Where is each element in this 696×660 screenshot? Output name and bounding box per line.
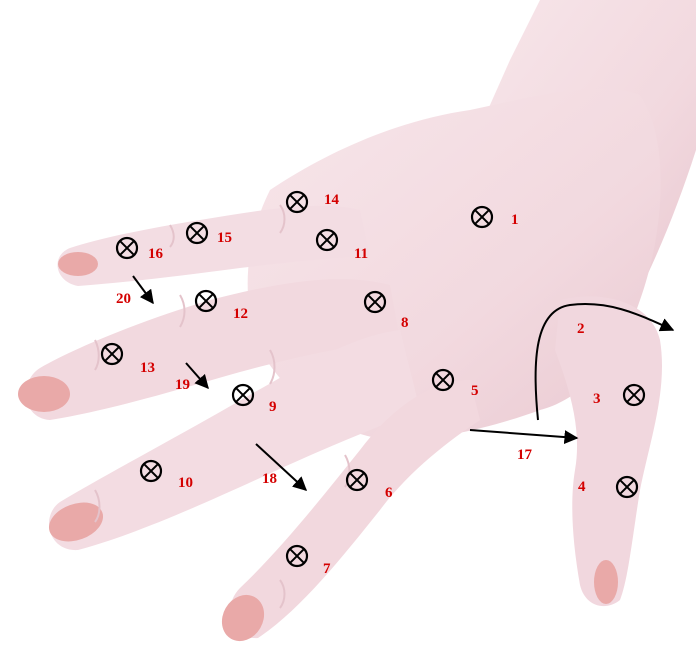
marker-label-16: 16 xyxy=(148,246,164,262)
arrow-icon xyxy=(133,276,153,303)
marker-label-7: 7 xyxy=(323,561,331,577)
marker-label-12: 12 xyxy=(233,306,248,322)
marker-label-10: 10 xyxy=(178,475,193,491)
marker-label-11: 11 xyxy=(354,246,368,262)
ring-nail-shape xyxy=(18,376,70,412)
marker-label-6: 6 xyxy=(385,485,393,501)
marker-label-3: 3 xyxy=(593,391,601,407)
marker-label-9: 9 xyxy=(269,399,277,415)
marker-label-5: 5 xyxy=(471,383,479,399)
marker-label-4: 4 xyxy=(578,479,586,495)
marker-label-1: 1 xyxy=(511,212,519,228)
thumb-shape xyxy=(555,296,662,606)
motion-label-17: 17 xyxy=(517,447,533,463)
motion-label-19: 19 xyxy=(175,377,190,393)
marker-label-8: 8 xyxy=(401,315,409,331)
motion-label-20: 20 xyxy=(116,291,131,307)
marker-label-13: 13 xyxy=(140,360,155,376)
motion-label-2: 2 xyxy=(577,321,585,337)
motion-label-18: 18 xyxy=(262,471,277,487)
marker-label-14: 14 xyxy=(324,192,340,208)
thumb-nail-shape xyxy=(594,560,618,604)
hand-shape xyxy=(18,0,696,649)
arrow-icon xyxy=(470,430,577,438)
marker-label-15: 15 xyxy=(217,230,232,246)
motion-arrow-17: 17 xyxy=(470,430,577,463)
little-nail-shape xyxy=(58,252,98,276)
